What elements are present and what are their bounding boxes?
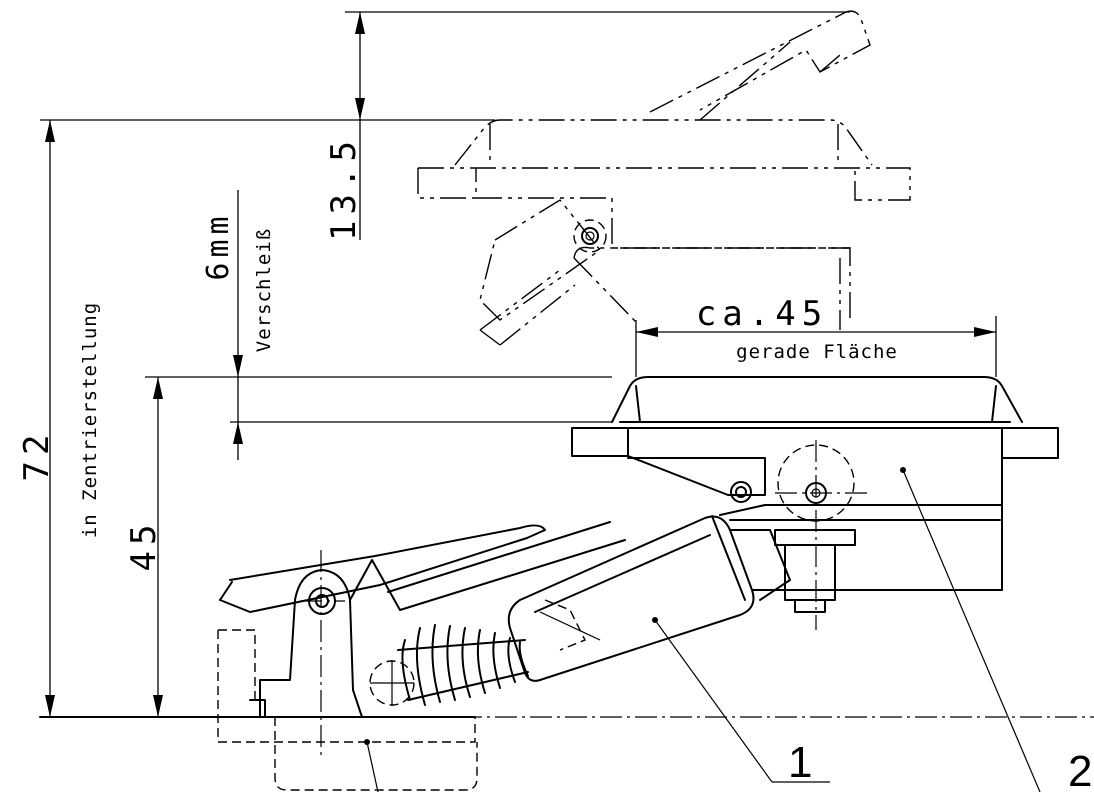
dim-6mm-note: Verschleiß [253,228,275,352]
dim-13-5-value: 13.5 [324,135,364,241]
dimension-13-5 [345,11,850,240]
dimension-72 [40,119,495,717]
dim-72-value: 72 [17,429,57,482]
sensor-housing [571,376,1059,792]
dim-ca45-value: ca.45 [696,294,828,334]
dimension-ca45 [635,316,997,377]
pedal-lever [219,515,846,783]
mounting-base [217,550,478,792]
dimension-45-height [145,376,612,717]
dimension-6mm [230,190,612,460]
position-number-2: 2 [1068,747,1092,792]
dim-ca45-note: gerade Fläche [736,341,898,363]
dim-45-height-value: 45 [124,519,164,572]
dim-72-note: in Zentrierstellung [79,302,101,538]
phantom-position [417,10,911,346]
dim-6mm-value: 6mm [201,211,236,280]
position-number-1: 1 [788,738,812,787]
